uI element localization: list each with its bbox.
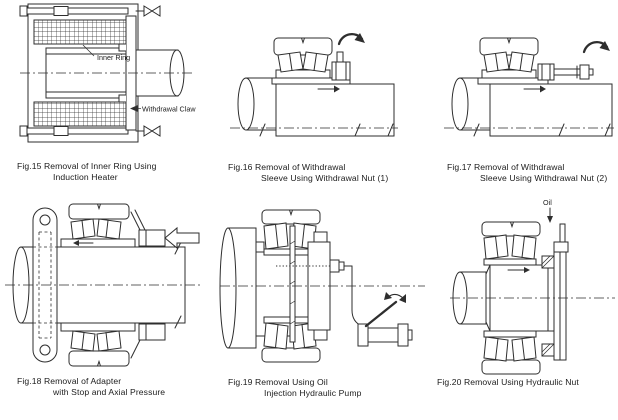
caption-line-1: Fig.20 Removal Using Hydraulic Nut (437, 377, 579, 387)
oil-arrow-icon (547, 216, 553, 223)
bearing-top (261, 209, 321, 256)
caption-line-1: Fig.18 Removal of Adapter (17, 376, 122, 386)
fig15-drawing: Inner Ring Withdrawal Claw (19, 3, 196, 143)
axial-pressure-arrow-icon (164, 226, 200, 250)
bearing-bottom (481, 330, 541, 375)
fig15-caption: Fig.15 Removal of Inner Ring Using Induc… (17, 161, 157, 183)
fig17-drawing (444, 37, 614, 137)
pump-stroke-arrow-icon (384, 292, 406, 303)
hydraulic-pump (357, 300, 413, 347)
caption-line-2: Sleeve Using Withdrawal Nut (2) (480, 173, 608, 183)
rotation-arrow-icon (582, 41, 610, 54)
fig20-caption: Fig.20 Removal Using Hydraulic Nut (437, 377, 579, 388)
oil-injection-line (276, 259, 363, 327)
stop-claw-bottom (130, 323, 166, 359)
withdrawal-sleeve (271, 69, 351, 85)
fig19-drawing (219, 209, 425, 363)
withdrawal-claw-callout: Withdrawal Claw (130, 105, 196, 114)
direction-arrow-icon (523, 85, 546, 93)
figure-fig16 (230, 24, 400, 146)
direction-arrow-icon (317, 85, 340, 93)
bearing (479, 37, 539, 73)
bearing-top (68, 203, 130, 240)
caption-line-2: Induction Heater (53, 172, 118, 182)
adapter-sleeve (60, 238, 136, 332)
withdrawal-bolt (553, 64, 594, 80)
withdrawal-sleeve (477, 69, 549, 85)
fig16-caption: Fig.16 Removal of Withdrawal Sleeve Usin… (228, 162, 388, 184)
fig18-caption: Fig.18 Removal of Adapter with Stop and … (17, 376, 165, 398)
caption-line-1: Fig.16 Removal of Withdrawal (228, 162, 346, 172)
figure-fig19 (219, 200, 425, 374)
oil-callout: Oil (543, 198, 553, 223)
oil-pipe (553, 223, 569, 253)
figure-fig18 (5, 202, 201, 372)
inner-ring-callout: Inner Ring (82, 44, 130, 62)
inner-ring-label: Inner Ring (97, 53, 130, 62)
fig20-drawing: Oil (450, 198, 615, 375)
caption-line-1: Fig.15 Removal of Inner Ring Using (17, 161, 157, 171)
caption-line-2: Sleeve Using Withdrawal Nut (1) (261, 173, 389, 183)
figure-fig17 (444, 24, 616, 146)
direction-arrow-icon (73, 240, 94, 246)
heater-coil-top (33, 19, 127, 45)
shaft (237, 77, 395, 137)
caption-line-1: Fig.17 Removal of Withdrawal (447, 162, 565, 172)
bearing-bottom (68, 330, 130, 367)
bearing (273, 37, 333, 73)
withdrawal-claw-label: Withdrawal Claw (142, 105, 196, 114)
threaded-stud (289, 225, 296, 343)
fig17-caption: Fig.17 Removal of Withdrawal Sleeve Usin… (447, 162, 607, 184)
fig19-caption: Fig.19 Removal Using Oil Injection Hydra… (228, 377, 361, 399)
figure-fig15: Inner Ring Withdrawal Claw (19, 0, 210, 154)
direction-arrow-icon (507, 267, 530, 273)
caption-line-2: Injection Hydraulic Pump (264, 388, 362, 398)
caption-line-2: with Stop and Axial Pressure (53, 387, 166, 397)
bearing-top (481, 221, 541, 266)
caption-line-1: Fig.19 Removal Using Oil (228, 377, 328, 387)
wing-nut-icon (135, 5, 161, 137)
shaft (451, 77, 613, 137)
rotation-arrow-icon (337, 33, 365, 46)
oil-label: Oil (543, 198, 552, 207)
withdrawal-nut (331, 51, 351, 81)
stop-claw-top (130, 209, 166, 247)
fig16-drawing (230, 33, 398, 137)
figure-fig20: Oil (450, 194, 615, 380)
hydraulic-nut (541, 251, 567, 361)
withdrawal-nut (537, 63, 555, 81)
fig18-drawing (5, 203, 201, 367)
heater-coil-bottom (33, 101, 127, 127)
